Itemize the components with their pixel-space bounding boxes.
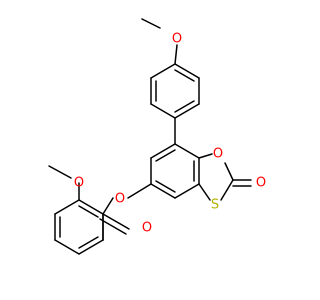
chemical-structure: O O O S O O O (0, 0, 300, 300)
upper-ring-bond-1 (174, 63, 200, 79)
ring-o-bond (198, 153, 213, 159)
core-ring-bond-6 (150, 143, 176, 159)
core-ring-double-3 (155, 149, 176, 162)
lower-ring-double-1 (78, 236, 99, 249)
lower-ring-bond-1 (78, 239, 104, 255)
oxygen-atom-ester-carbonyl: O (142, 221, 152, 236)
oxygen-atom-top-methoxy: O (172, 32, 182, 47)
methoxy-bond-top (174, 44, 178, 65)
ester-oxygen-bond (102, 197, 114, 215)
ester-carbonyl-bond-1 (102, 213, 130, 230)
ring-cs-bond (220, 179, 234, 201)
lower-ring-double-3 (78, 205, 99, 218)
upper-ring-double-2 (174, 100, 195, 113)
aryl-oxygen-bond (127, 183, 152, 199)
oxygen-atom-lower-methoxy: O (74, 176, 84, 191)
ring-s-bond (198, 183, 211, 201)
upper-ring-bond-6 (150, 63, 176, 79)
methyl-bond-top (141, 18, 161, 29)
lower-methyl-bond (48, 165, 72, 179)
core-ring-bond-3 (174, 183, 200, 199)
lower-ring-bond-5 (78, 199, 104, 215)
lower-ring-bond-4 (54, 199, 80, 215)
ring-oc-bond (224, 162, 234, 181)
oxygen-atom-ring-carbonyl: O (256, 176, 266, 191)
core-ring-bond-1 (174, 143, 200, 159)
sulfur-atom-ring: S (211, 198, 219, 213)
upper-ring-double-1 (174, 69, 195, 82)
upper-ring-bond-3 (174, 103, 200, 119)
oxygen-atom-ring: O (213, 147, 223, 162)
lower-ring-bond-2 (54, 239, 80, 255)
core-ring-bond-4 (150, 183, 176, 199)
oxygen-atom-ester-link: O (115, 192, 125, 207)
ester-carbonyl-bond-2 (99, 218, 127, 235)
upper-ring-bond-4 (150, 103, 176, 119)
core-ring-double-2 (155, 180, 176, 193)
background (0, 0, 300, 300)
